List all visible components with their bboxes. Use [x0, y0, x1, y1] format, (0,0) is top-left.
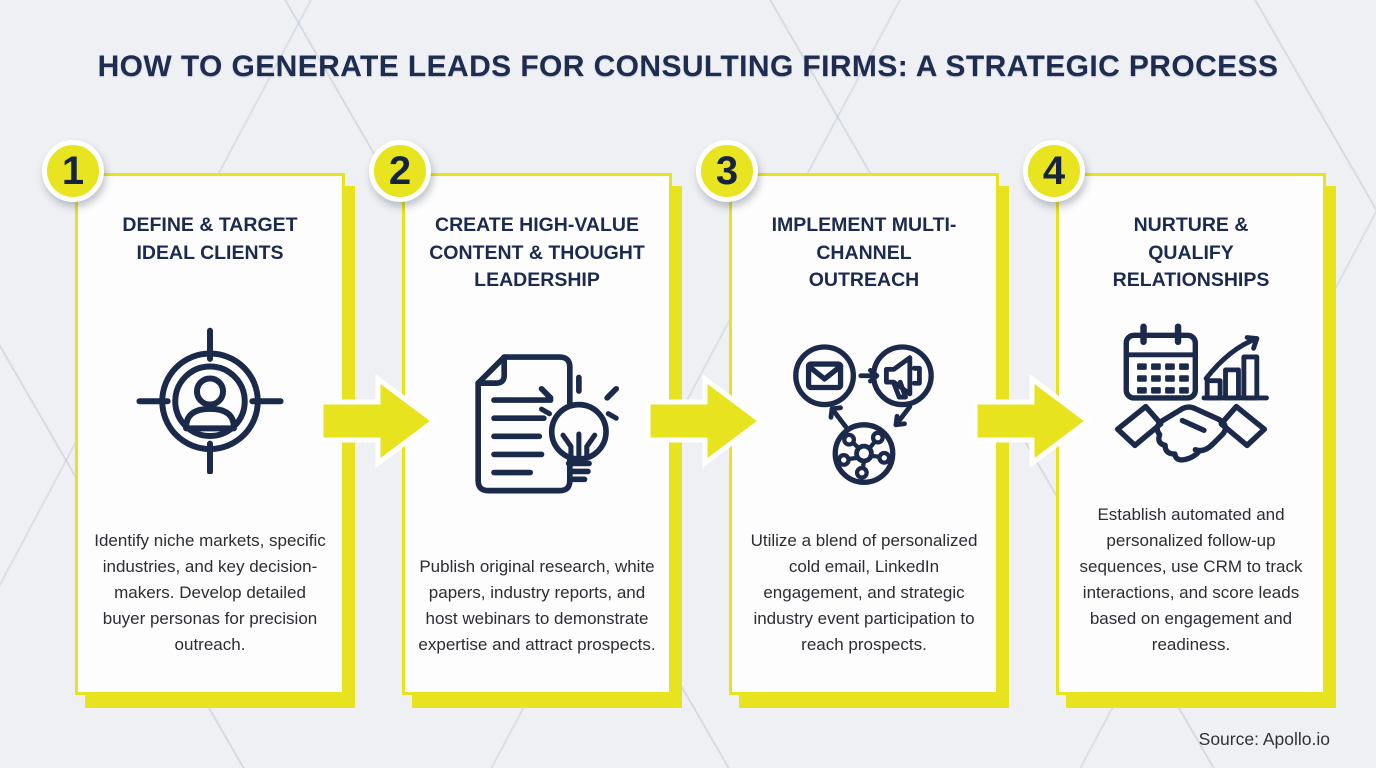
source-credit: Source: Apollo.io — [1198, 729, 1330, 749]
page-title: HOW TO GENERATE LEADS FOR CONSULTING FIR… — [97, 50, 1279, 83]
step-title: DEFINE & TARGET IDEAL CLIENTS — [122, 214, 298, 264]
step-card-2: 2 CREATE HIGH-VALUE CONTENT & THOUGHT LE… — [369, 140, 672, 695]
step-title: CREATE HIGH-VALUE CONTENT & THOUGHT LEAD… — [429, 214, 645, 292]
step-number-badge: 2 — [369, 140, 431, 202]
email-megaphone-network-icon — [732, 295, 996, 528]
calendar-chart-handshake-icon — [1059, 295, 1323, 502]
step-number-badge: 4 — [1023, 140, 1085, 202]
step-card-4: 4 NURTURE & QUALIFY RELATIONSHIPS — [1023, 140, 1326, 695]
target-audience-icon — [78, 267, 342, 528]
step-title: IMPLEMENT MULTI-CHANNEL OUTREACH — [771, 214, 957, 292]
step-description: Publish original research, white papers,… — [418, 557, 656, 654]
step-description: Utilize a blend of personalized cold ema… — [750, 531, 978, 654]
step-number-badge: 1 — [42, 140, 104, 202]
step-number-badge: 3 — [696, 140, 758, 202]
flow-arrow-3 — [974, 374, 1092, 468]
step-title: NURTURE & QUALIFY RELATIONSHIPS — [1112, 214, 1270, 292]
document-lightbulb-icon — [405, 295, 669, 554]
flow-arrow-1 — [320, 374, 438, 468]
step-card-3: 3 IMPLEMENT MULTI-CHANNEL OUTREACH — [696, 140, 999, 695]
step-card-1: 1 DEFINE & TARGET IDEAL CLIENTS Identify… — [42, 140, 345, 695]
flow-arrow-2 — [647, 374, 765, 468]
step-description: Establish automated and personalized fol… — [1079, 505, 1303, 654]
step-description: Identify niche markets, specific industr… — [94, 531, 326, 654]
